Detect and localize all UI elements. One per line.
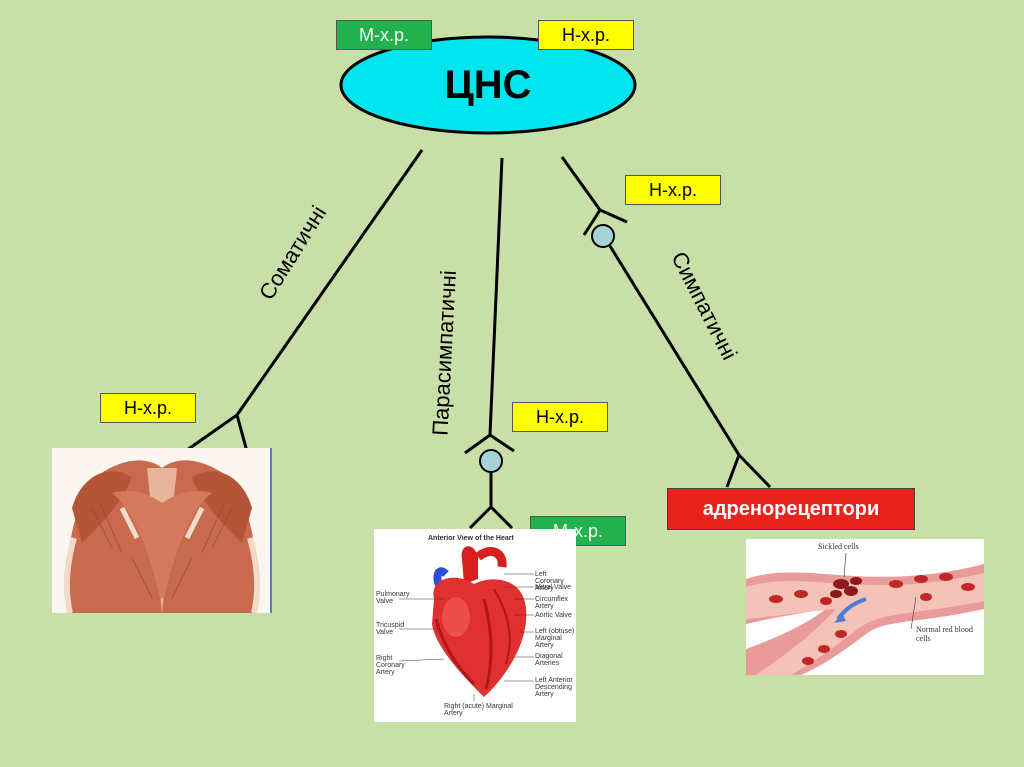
top-muscarinic-receptor-label: М-х.р.	[336, 20, 432, 50]
sympathetic-fork-left	[582, 209, 602, 236]
blood-vessel-image-panel: Sickled cells Normal red blood cells	[746, 539, 984, 675]
label-sickled-cells: Sickled cells	[818, 542, 859, 551]
sympathetic-postganglionic-line	[608, 245, 741, 456]
heart-label-mitral-valve: Mitral Valve	[535, 584, 572, 591]
muscle-image-panel	[52, 448, 272, 613]
heart-label-pulmonary-valve: Pulmonary Valve	[376, 591, 410, 605]
top-nicotinic-receptor-label: Н-х.р.	[538, 20, 634, 50]
heart-label-left-marginal: Left (obtuse) Marginal Artery	[535, 628, 575, 649]
sympathetic-fork-right	[599, 208, 628, 224]
cns-label: ЦНС	[444, 62, 532, 107]
somatic-terminal-left	[186, 413, 238, 452]
parasympathetic-fork-right	[489, 433, 515, 453]
somatic-nerve-line	[235, 149, 424, 416]
sympathetic-ganglion-receptor-label: Н-х.р.	[625, 175, 721, 205]
cns-ellipse	[339, 35, 637, 135]
heart-label-right-coronary: Right Coronary Artery	[376, 655, 405, 676]
parasympathetic-ganglion-receptor-label: Н-х.р.	[512, 402, 608, 432]
heart-title: Anterior View of the Heart	[428, 535, 514, 542]
heart-image-panel: Anterior View of the Heart Pulmonary Val…	[374, 529, 576, 722]
parasympathetic-ganglion-circle	[479, 449, 503, 473]
heart-label-aortic-valve: Aortic Valve	[535, 612, 572, 619]
sympathetic-terminal-left	[725, 454, 741, 488]
heart-illustration	[398, 546, 534, 701]
somatic-end-receptor-label: Н-х.р.	[100, 393, 196, 423]
parasympathetic-fork-left	[464, 433, 491, 455]
heart-label-left-coronary: Left Coronary Artery	[535, 571, 564, 592]
sickle-cell-illustration	[746, 539, 984, 675]
label-normal-red-cells: Normal red blood cells	[916, 625, 973, 643]
parasympathetic-terminal-right	[489, 505, 514, 530]
back-muscles-illustration	[52, 448, 272, 613]
sympathetic-preganglionic-line	[560, 156, 602, 211]
sympathetic-ganglion-circle	[591, 224, 615, 248]
heart-label-diagonal: Diagonal Arteries	[535, 653, 563, 667]
heart-label-circumflex: Circumflex Artery	[535, 596, 569, 610]
heart-label-right-marginal: Right (acute) Marginal Artery	[444, 703, 513, 717]
adrenoreceptors-label: адренорецептори	[667, 488, 915, 530]
parasympathetic-preganglionic-line	[488, 157, 504, 436]
parasympathetic-terminal-left	[468, 505, 493, 530]
heart-label-tricuspid-valve: Tricuspid Valve	[376, 622, 405, 636]
sympathetic-terminal-right	[737, 453, 772, 489]
heart-label-lad: Left Anterior Descending Artery	[535, 677, 573, 698]
